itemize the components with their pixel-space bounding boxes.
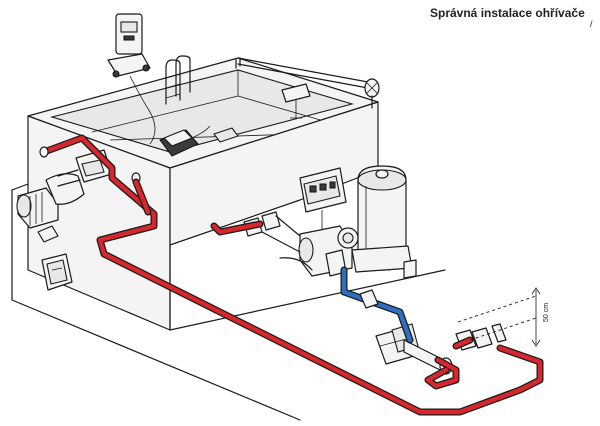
- pool-ladder: [165, 55, 191, 105]
- underwater-pool-robot: [159, 125, 239, 157]
- pool-cover-roller: [235, 57, 380, 119]
- filtration-control-panel: [299, 167, 347, 230]
- diagram-title: Správná instalace ohřívače: [430, 6, 585, 20]
- pool-cleaner-control-unit: [107, 13, 156, 145]
- wall-light: [281, 83, 311, 103]
- title-mark: /: [590, 19, 593, 29]
- ball-valves-upper: [243, 211, 301, 253]
- electrical-switch-box: [41, 253, 73, 291]
- pool-heater: [375, 323, 453, 375]
- cold-water-pipe: [340, 266, 414, 344]
- sand-filter-tank: [351, 165, 417, 279]
- dimension-label: 50 cm: [543, 303, 550, 322]
- skimmer-cover: [213, 127, 239, 143]
- hot-water-pipe-network: [39, 134, 544, 416]
- height-dimension: 50 cm: [457, 287, 550, 347]
- filter-base: [351, 245, 413, 273]
- return-inlet-left: [39, 146, 49, 158]
